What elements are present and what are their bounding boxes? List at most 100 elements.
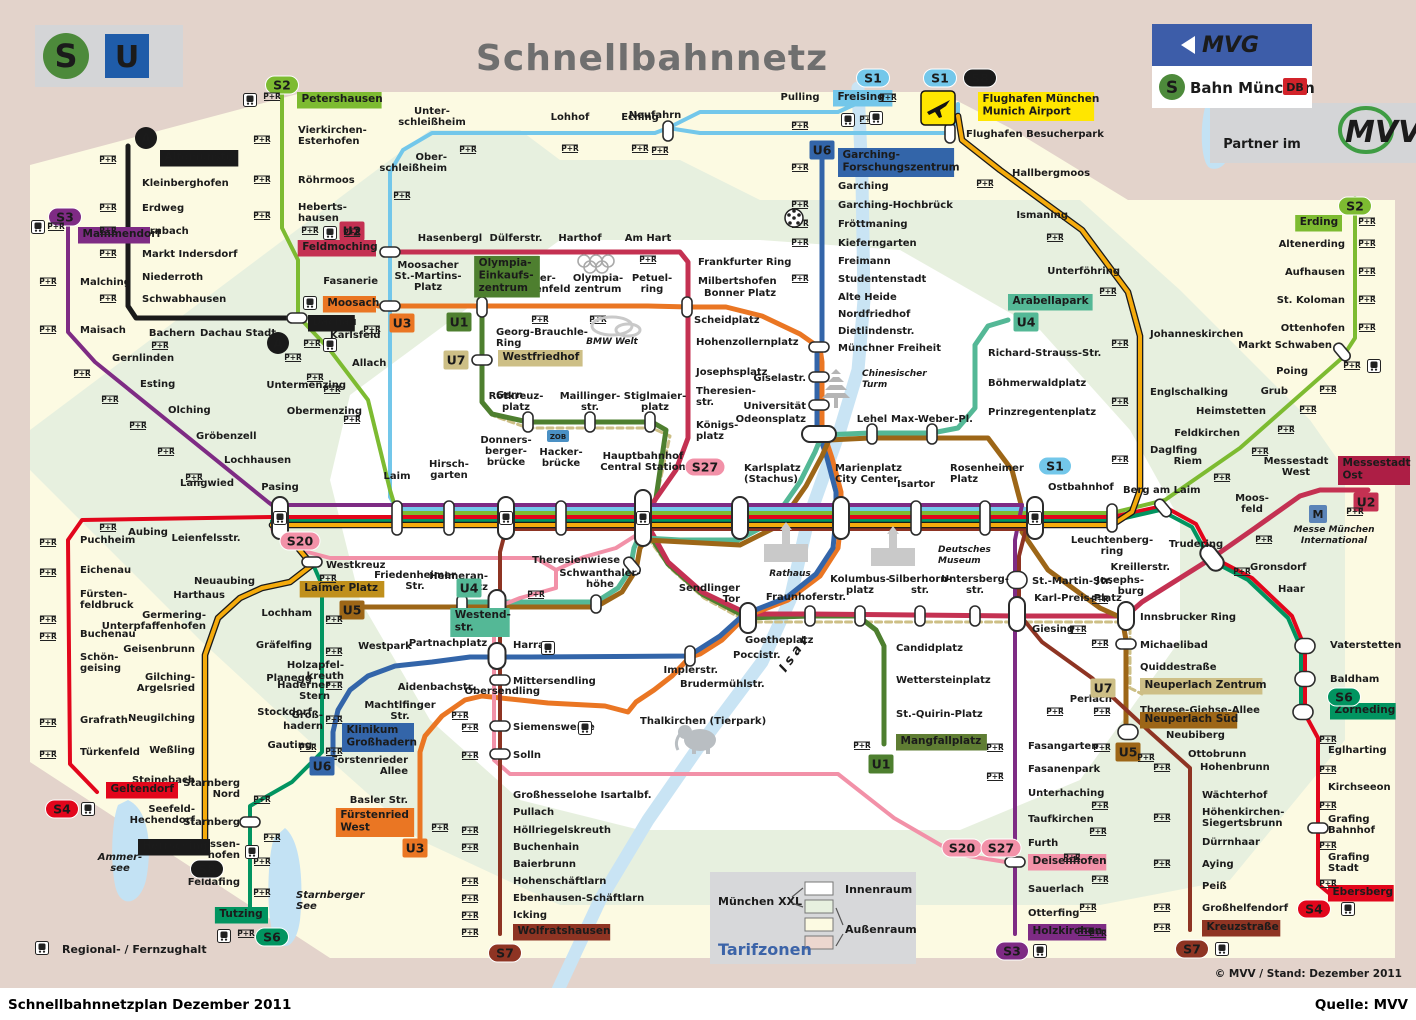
line-S7	[498, 527, 1028, 936]
station-label: Baldham	[1330, 674, 1379, 685]
pr-label: P+R	[1089, 929, 1107, 938]
rect	[547, 430, 569, 442]
station-label: Niederroth	[142, 272, 203, 283]
pr-label: P+R	[263, 833, 281, 842]
pr-label: P+R	[859, 115, 877, 124]
rail-body	[326, 340, 334, 347]
line-badge-label: A	[273, 337, 283, 352]
station-capsule	[584, 411, 596, 433]
pr-label: P+R	[1153, 903, 1171, 912]
station-label: Gilching-Argelsried	[137, 672, 195, 694]
station-label: Schwanthaler-höhe	[559, 568, 640, 590]
park-and-ride-icon: P+R	[1277, 425, 1295, 434]
line-badge-S4	[1297, 899, 1331, 919]
station-label: Germering-Unterpfaffenhofen	[102, 610, 206, 632]
terminus-box	[1328, 885, 1394, 902]
park-and-ride-icon: P+R	[531, 315, 549, 324]
park-and-ride-icon: P+R	[99, 155, 117, 164]
station-label: Aying	[1202, 859, 1234, 870]
park-and-ride-icon: P+R	[47, 222, 65, 231]
park-and-ride-icon: P+R	[791, 163, 809, 172]
station-label: Gernlinden	[112, 353, 174, 364]
station-label: Dürrnhaar	[1202, 837, 1260, 848]
pr-label: P+R	[325, 747, 343, 756]
station-capsule	[1292, 703, 1314, 721]
rail-wheel	[250, 102, 254, 105]
station-label: Hacker-brücke	[539, 447, 582, 469]
park-and-ride-icon: P+R	[325, 647, 343, 656]
legend-inner-label: Innenraum	[845, 883, 912, 896]
station-label: Possen-hofen	[196, 839, 240, 861]
park-and-ride-icon: P+R	[1213, 473, 1231, 482]
station-interchange	[1117, 601, 1135, 631]
park-and-ride-icon: P+R	[1319, 801, 1337, 810]
line-badge-label: S1	[864, 71, 882, 86]
park-and-ride-icon: P+R	[1251, 447, 1269, 456]
line-badge-label: S8	[198, 862, 216, 877]
park-and-ride-icon: P+R	[1358, 295, 1376, 304]
text: M	[1313, 508, 1324, 521]
park-and-ride-icon: P+R	[323, 385, 341, 394]
pr-label: P+R	[986, 772, 1004, 781]
line-badge-S3	[48, 207, 82, 227]
regional-train-icon	[499, 511, 513, 525]
station-label: Sauerlach	[1028, 884, 1084, 895]
terminus-box-label: Erding	[1300, 216, 1338, 228]
circle	[678, 725, 692, 739]
bmw-icon	[590, 315, 642, 338]
branding: MVG S Bahn München DB Partner im MVV	[1152, 24, 1416, 163]
db-logo-icon	[1283, 78, 1307, 95]
station-label: Hirsch-garten	[429, 459, 469, 481]
rail-wheel	[1344, 911, 1348, 914]
station-capsule	[644, 411, 656, 433]
rail-wheel	[310, 305, 314, 308]
regional-train-icon	[1367, 359, 1381, 373]
station-label: Unterföhring	[1047, 266, 1120, 277]
rail-wheel	[848, 122, 852, 125]
station-label: Poccistr.	[733, 650, 781, 661]
station-label: Therese-Giehse-Allee	[1140, 705, 1260, 716]
rail-body	[844, 115, 852, 122]
tarif-swatches	[804, 881, 834, 950]
terminus-box-label: Tutzing	[219, 908, 262, 920]
terminus-box-label: Freising	[838, 91, 885, 103]
station-label: Grub	[1261, 386, 1288, 397]
line-badge-label: U2	[343, 224, 362, 239]
station-label: Moos-feld	[1235, 493, 1269, 515]
rail-body	[84, 804, 92, 811]
station-label: Michaelibad	[1140, 640, 1208, 651]
station-capsule	[286, 312, 308, 324]
mvg-logo-text: MVG	[1202, 33, 1259, 58]
park-and-ride-icon: P+R	[325, 615, 343, 624]
park-and-ride-icon: P+R	[1069, 625, 1087, 634]
park-and-ride-icon: P+R	[39, 750, 57, 759]
pr-label: P+R	[39, 718, 57, 727]
rail-body	[326, 228, 334, 235]
line-S8	[956, 114, 1142, 527]
park-and-ride-icon: P+R	[263, 833, 281, 842]
pr-label: P+R	[1213, 473, 1231, 482]
park-and-ride-icon: P+R	[99, 226, 117, 235]
tarif-swatch	[804, 881, 834, 896]
park-and-ride-icon: P+R	[319, 574, 337, 583]
park-and-ride-icon: P+R	[461, 928, 479, 937]
station-label: Gern	[496, 390, 523, 401]
line-S20	[554, 529, 645, 572]
station-label: Groß-hadern	[283, 710, 323, 732]
line-S7	[1017, 527, 1192, 932]
station-label: Basler Str.	[350, 795, 408, 806]
station-label: Odeonsplatz	[736, 414, 806, 425]
station-label: Lehel	[857, 414, 887, 425]
line-badge-label: S1	[1046, 459, 1064, 474]
rail-wheel	[280, 520, 284, 523]
station-label: Candidplatz	[896, 643, 963, 654]
rail-wheel	[220, 938, 224, 941]
tarif-swatch	[804, 899, 834, 914]
station-label: Daglfing	[1150, 445, 1197, 456]
station-label: Böhmerwaldplatz	[988, 378, 1086, 389]
station-capsule	[1006, 570, 1028, 590]
line-badge-label: S27	[692, 460, 718, 475]
terminus-box	[1338, 456, 1410, 485]
